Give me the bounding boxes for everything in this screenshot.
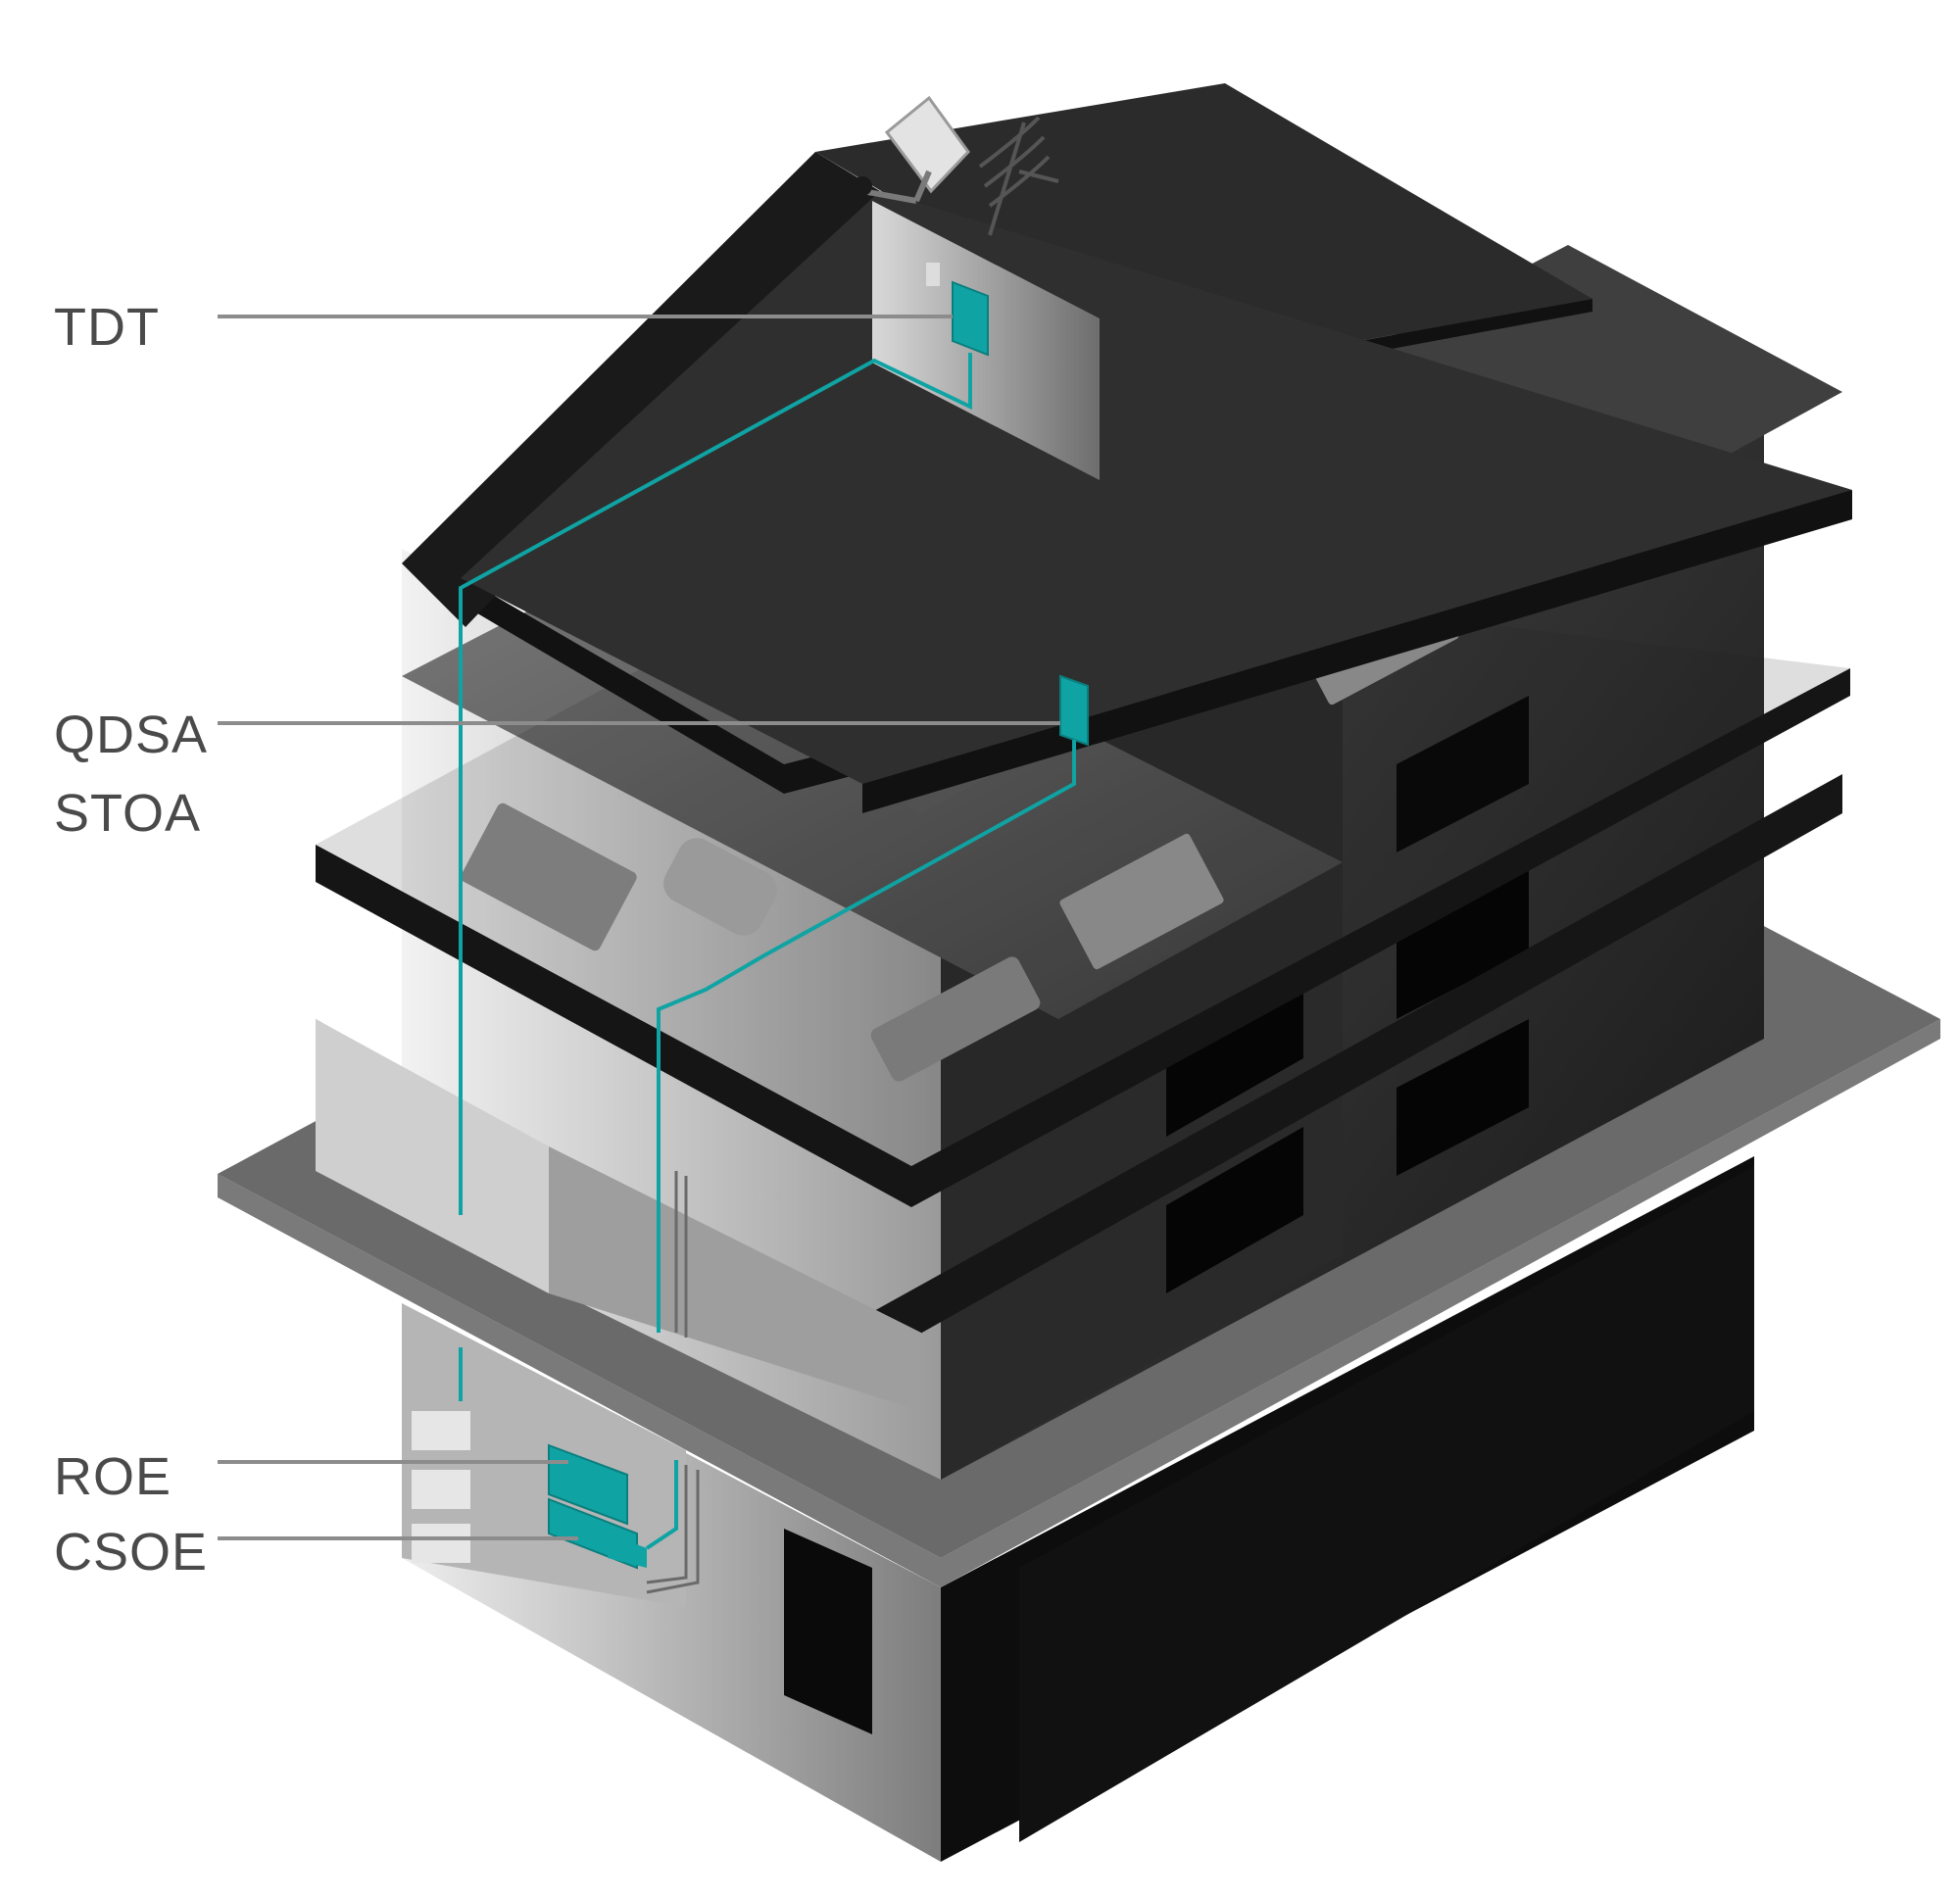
riser-conduits — [646, 1171, 700, 1594]
small-socket — [926, 263, 940, 286]
balcony — [316, 1019, 921, 1411]
ground-door — [784, 1529, 872, 1734]
qdsa-stoa-box — [1059, 674, 1089, 747]
rack-unit — [412, 1524, 470, 1563]
sofa — [870, 956, 1041, 1082]
signal-cabling — [459, 353, 1076, 1550]
label-qdsa: QDSA — [54, 706, 208, 764]
label-tdt: TDT — [54, 298, 160, 357]
ground-floor — [402, 1156, 1754, 1862]
bathtub — [663, 838, 777, 936]
window — [1396, 1019, 1529, 1176]
floor-slab-upper — [316, 549, 1850, 1207]
tv-antenna-icon — [978, 116, 1059, 236]
label-stoa: STOA — [54, 784, 201, 843]
tdt-amplifier-box — [926, 263, 989, 357]
roof — [402, 83, 1852, 813]
rack-unit — [412, 1411, 470, 1450]
label-csoe: CSOE — [54, 1523, 208, 1582]
label-roe: ROE — [54, 1447, 172, 1506]
rack-unit — [412, 1470, 470, 1509]
dining-table — [1059, 833, 1224, 970]
roe-csoe-boxes — [412, 1411, 647, 1570]
satellite-dish-icon — [853, 95, 970, 204]
window — [1396, 696, 1529, 852]
window — [1166, 1127, 1303, 1293]
bed — [461, 803, 637, 951]
window — [1396, 862, 1529, 1019]
leader-lines — [218, 315, 1060, 1540]
